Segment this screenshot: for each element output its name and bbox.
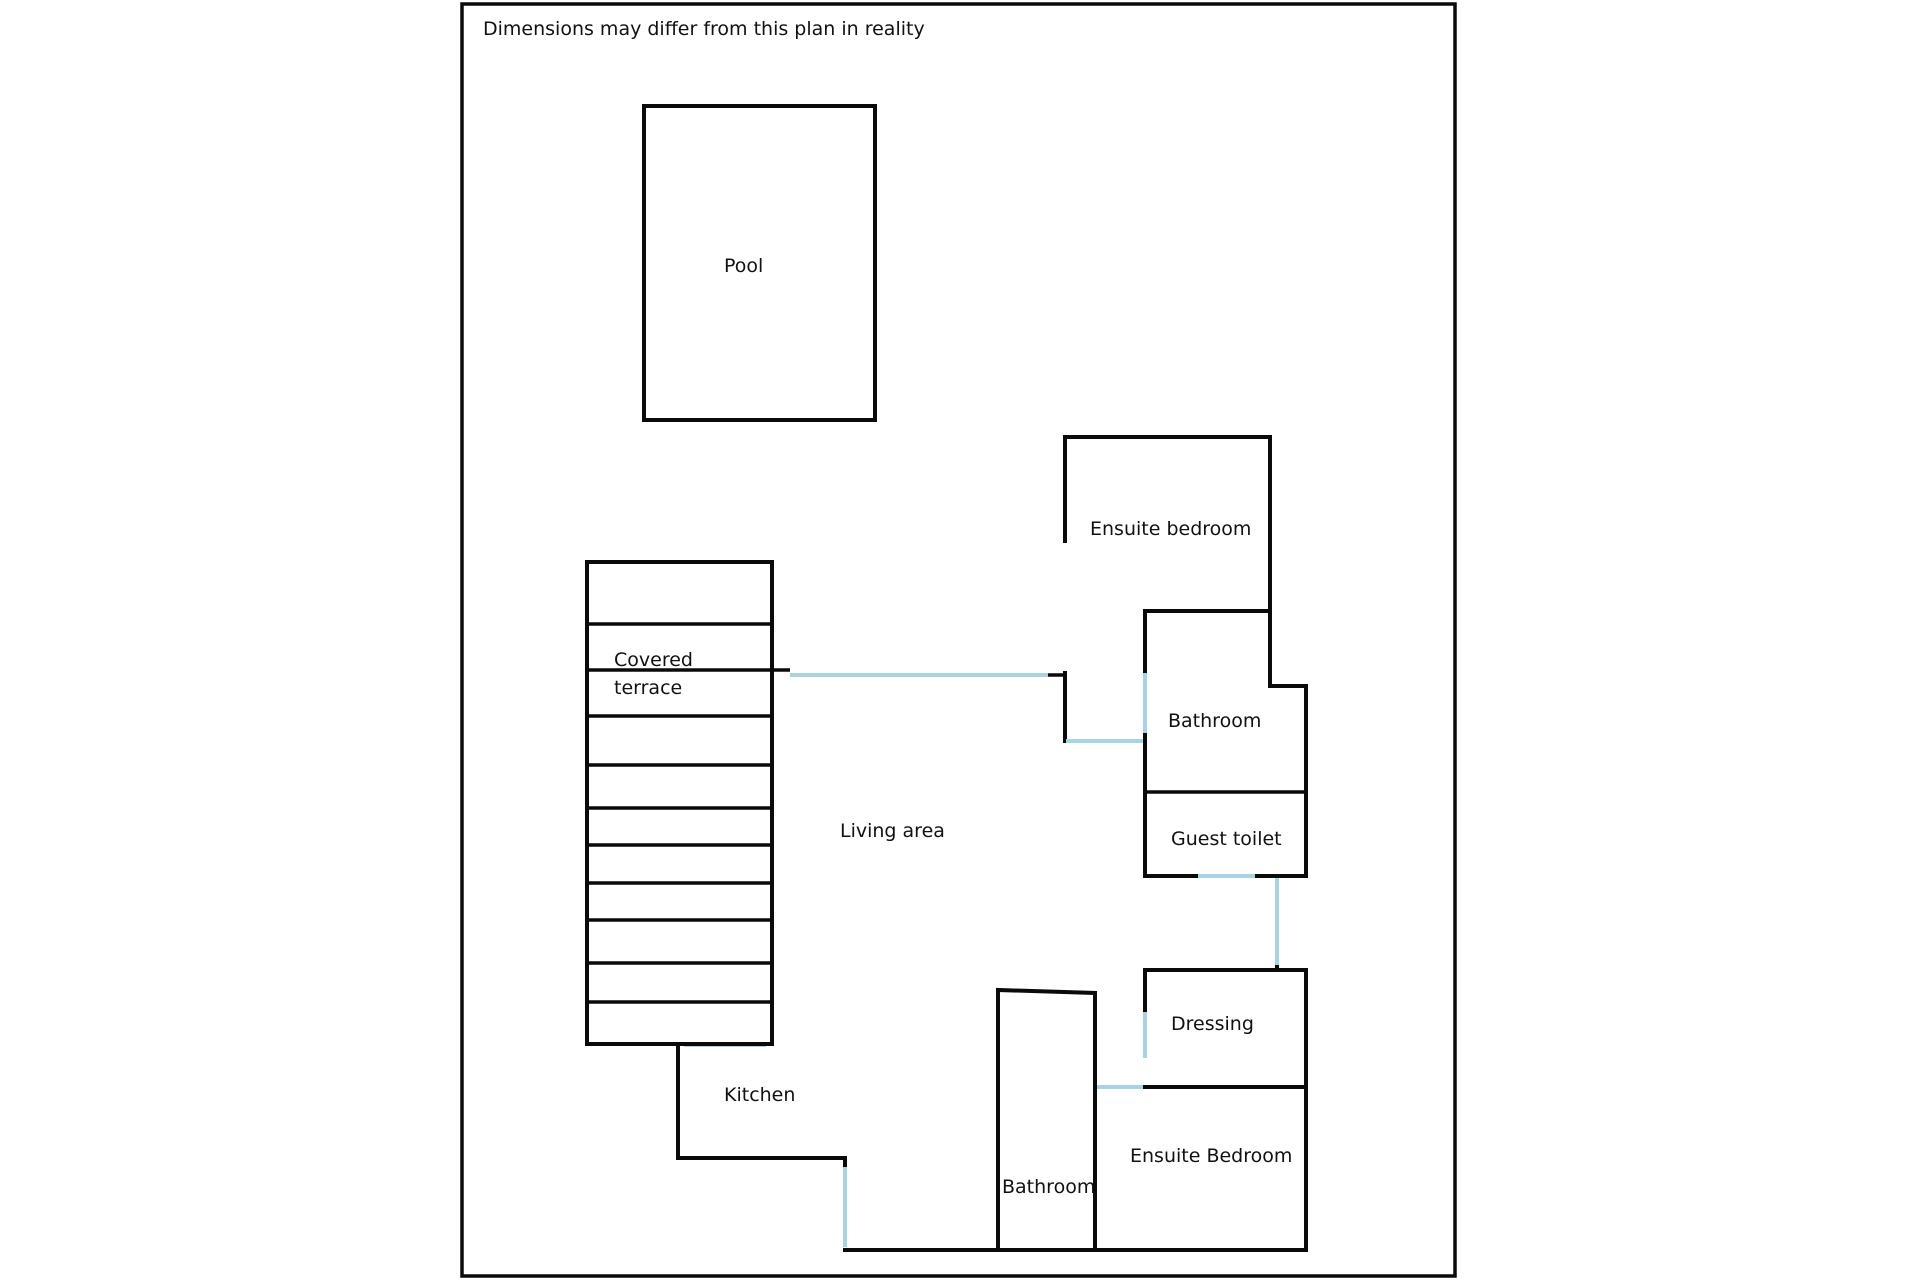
ensuite-bedroom-top-walls bbox=[1063, 435, 1308, 878]
ensuite-bedroom-bottom-label: Ensuite Bedroom bbox=[1130, 1145, 1292, 1167]
ensuite-bedroom-top-label: Ensuite bedroom bbox=[1090, 518, 1251, 540]
plan-frame bbox=[460, 2, 1457, 1278]
covered-terrace-walls bbox=[585, 560, 1065, 1046]
kitchen-walls bbox=[676, 1042, 847, 1167]
covered-terrace-label-line2: terrace bbox=[614, 677, 682, 699]
disclaimer-note: Dimensions may differ from this plan in … bbox=[483, 18, 925, 40]
covered-terrace-label-line1: Covered bbox=[614, 649, 693, 671]
pool-outline bbox=[642, 104, 877, 422]
living-area-label: Living area bbox=[840, 820, 945, 842]
bathroom-top-label: Bathroom bbox=[1168, 710, 1261, 732]
bottom-wing-walls bbox=[843, 965, 1308, 1252]
pool-label: Pool bbox=[724, 255, 763, 277]
kitchen-label: Kitchen bbox=[724, 1084, 795, 1106]
bathroom-bottom-label: Bathroom bbox=[1002, 1176, 1095, 1198]
dressing-label: Dressing bbox=[1171, 1013, 1254, 1035]
guest-toilet-label: Guest toilet bbox=[1171, 828, 1282, 850]
